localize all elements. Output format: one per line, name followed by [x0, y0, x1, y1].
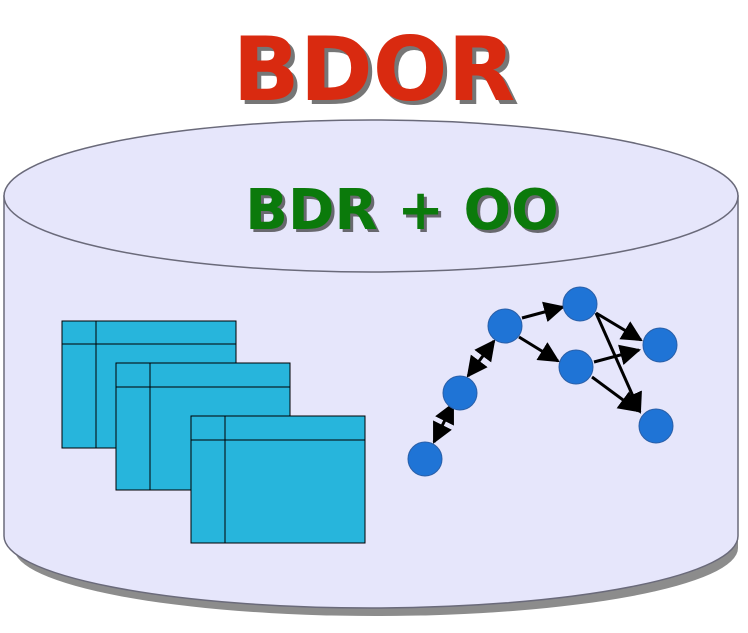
graph-edge	[593, 344, 642, 366]
table-icon	[190, 415, 366, 544]
graph-nodes	[407, 286, 678, 477]
graph-node	[407, 441, 443, 477]
graph-edge	[432, 402, 455, 444]
title-group: BDOR BDOR	[233, 18, 520, 125]
graph-edge	[518, 335, 560, 363]
graph-node	[558, 349, 594, 385]
graph-edge	[595, 311, 643, 342]
graph-edge	[466, 339, 496, 378]
title-shadow: BDOR	[237, 22, 520, 125]
cylinder-top	[3, 119, 739, 273]
graph-edge	[591, 375, 640, 413]
graph-edge	[521, 301, 566, 323]
relational-tables	[61, 320, 366, 544]
title: BDOR	[233, 18, 516, 121]
subtitle: BDR + OO	[245, 178, 558, 243]
subtitle-group: BDR + OO BDR + OO	[245, 178, 561, 246]
graph-node	[442, 375, 478, 411]
subtitle-shadow: BDR + OO	[248, 181, 561, 246]
graph-node	[487, 308, 523, 344]
graph-node	[642, 327, 678, 363]
database-cylinder-icon	[3, 119, 739, 609]
graph-node	[638, 408, 674, 444]
graph-node	[562, 286, 598, 322]
object-graph	[432, 301, 643, 444]
